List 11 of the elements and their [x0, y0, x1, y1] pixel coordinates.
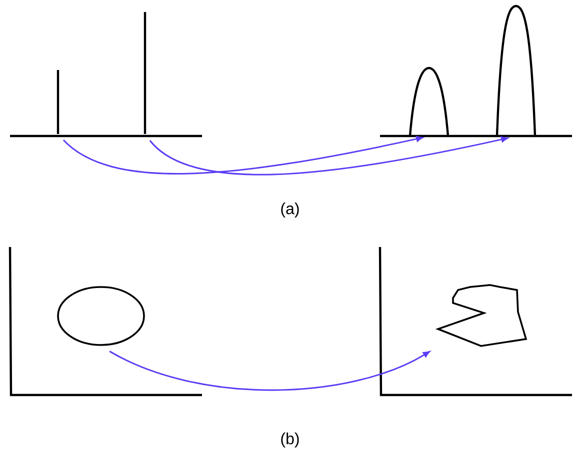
ellipse: [57, 286, 145, 346]
arrow: [109, 350, 430, 391]
arrow: [149, 136, 508, 176]
peak-curve: [408, 66, 450, 136]
irregular-polygon: [435, 284, 528, 347]
spike: [56, 70, 60, 134]
spike: [144, 12, 146, 134]
arrow: [62, 136, 423, 174]
panel-label: (b): [281, 432, 299, 448]
peak-curve: [496, 4, 536, 136]
panel-label: (a): [281, 202, 299, 218]
